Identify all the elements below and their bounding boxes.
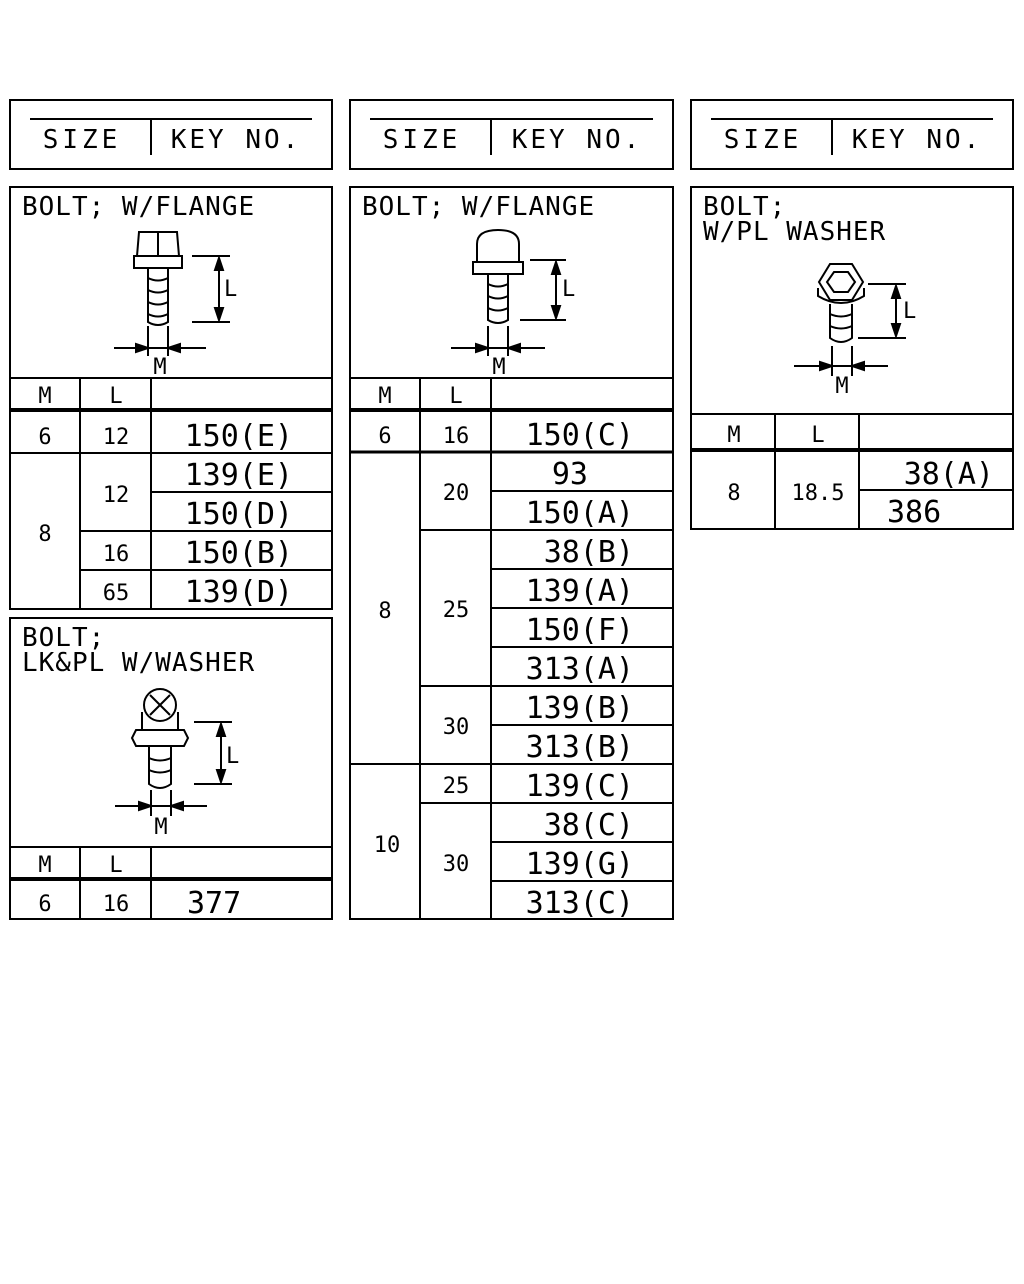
dim-m-label: M: [492, 355, 505, 380]
cell-key: 386: [887, 495, 941, 530]
col-l-header: L: [109, 853, 122, 878]
cell-m: 6: [378, 424, 391, 449]
header-col3: SIZE KEY NO.: [690, 99, 1014, 170]
cell-m: 8: [727, 481, 740, 506]
cell-key: 93: [552, 457, 588, 492]
dim-l-label: L: [226, 744, 239, 769]
cell-key: 139(G): [526, 847, 634, 882]
key-no-label: KEY NO.: [512, 125, 643, 155]
cell-key: 150(B): [185, 536, 293, 571]
box-title: BOLT; W/FLANGE: [22, 192, 255, 222]
key-no-label: KEY NO.: [852, 125, 983, 155]
col-l-header: L: [811, 423, 824, 448]
col-l-header: L: [449, 384, 462, 409]
cell-key: 313(C): [526, 886, 634, 921]
flange-bolt-icon: L M: [451, 228, 575, 380]
cell-m: 8: [378, 599, 391, 624]
box-title: BOLT; W/FLANGE: [362, 192, 595, 222]
size-label: SIZE: [43, 125, 122, 155]
box-title-line2: W/PL WASHER: [703, 217, 886, 247]
col-m-header: M: [727, 423, 740, 448]
cell-l: 12: [103, 425, 130, 450]
dim-l-label: L: [224, 277, 237, 302]
header-col1: SIZE KEY NO.: [9, 99, 333, 170]
cell-l: 25: [443, 774, 470, 799]
flange-bolt-icon: L M: [114, 231, 237, 380]
cell-key: 313(B): [526, 730, 634, 765]
box-bolt-w-flange-col1: BOLT; W/FLANGE L M M: [9, 186, 333, 610]
col-m-header: M: [38, 853, 51, 878]
cell-key: 139(D): [185, 575, 293, 610]
box-bolt-w-pl-washer: BOLT; W/PL WASHER L M: [690, 186, 1014, 530]
cell-key: 38(C): [544, 808, 634, 843]
dim-l-label: L: [562, 277, 575, 302]
dim-m-label: M: [835, 374, 848, 399]
cell-key: 139(C): [526, 769, 634, 804]
cell-l: 30: [443, 852, 470, 877]
cell-key: 150(A): [526, 496, 634, 531]
dim-m-label: M: [154, 815, 167, 840]
size-label: SIZE: [383, 125, 462, 155]
box-bolt-w-flange-col2: BOLT; W/FLANGE L M M L: [349, 186, 674, 921]
cell-l: 20: [443, 481, 470, 506]
dim-l-label: L: [903, 299, 916, 324]
cell-l: 65: [103, 581, 130, 606]
key-no-label: KEY NO.: [171, 125, 302, 155]
box-title-line1: BOLT;: [703, 192, 786, 222]
cell-key: 377: [187, 886, 241, 921]
cell-m: 10: [374, 833, 401, 858]
cell-key: 139(B): [526, 691, 634, 726]
col-l-header: L: [109, 384, 122, 409]
dim-m-label: M: [153, 355, 166, 380]
cell-key: 38(B): [544, 535, 634, 570]
cell-key: 38(A): [904, 457, 994, 492]
cell-l: 12: [103, 483, 130, 508]
col-m-header: M: [38, 384, 51, 409]
box-title-line1: BOLT;: [22, 623, 105, 653]
cell-key: 139(A): [526, 574, 634, 609]
cell-l: 30: [443, 715, 470, 740]
size-table: M L 8 18.5 38(A) 386: [691, 413, 1013, 530]
cell-key: 150(E): [185, 419, 293, 454]
cell-key: 150(C): [526, 418, 634, 453]
cell-m: 8: [38, 522, 51, 547]
header-col2: SIZE KEY NO.: [349, 99, 674, 170]
box-title-line2: LK&PL W/WASHER: [22, 648, 255, 678]
cell-m: 6: [38, 425, 51, 450]
pl-washer-bolt-icon: L M: [794, 263, 916, 399]
size-table: M L 6 16 150(C) 8 20 93 150(A) 25 38(B) …: [350, 377, 673, 921]
cell-l: 25: [443, 598, 470, 623]
cell-l: 18.5: [792, 481, 845, 506]
lk-pl-washer-bolt-icon: L M: [115, 688, 239, 840]
box-bolt-lk-pl-w-washer: BOLT; LK&PL W/WASHER L M: [9, 617, 333, 921]
size-table: M L 6 12 150(E) 8 12 139(E) 150(D) 16 15…: [10, 377, 332, 610]
cell-l: 16: [103, 542, 130, 567]
size-table: M L 6 16 377: [10, 846, 332, 921]
cell-key: 313(A): [526, 652, 634, 687]
size-label: SIZE: [724, 125, 803, 155]
cell-l: 16: [443, 424, 470, 449]
cell-key: 150(D): [185, 497, 293, 532]
cell-key: 139(E): [185, 458, 293, 493]
cell-key: 150(F): [526, 613, 634, 648]
cell-m: 6: [38, 892, 51, 917]
col-m-header: M: [378, 384, 391, 409]
cell-l: 16: [103, 892, 130, 917]
